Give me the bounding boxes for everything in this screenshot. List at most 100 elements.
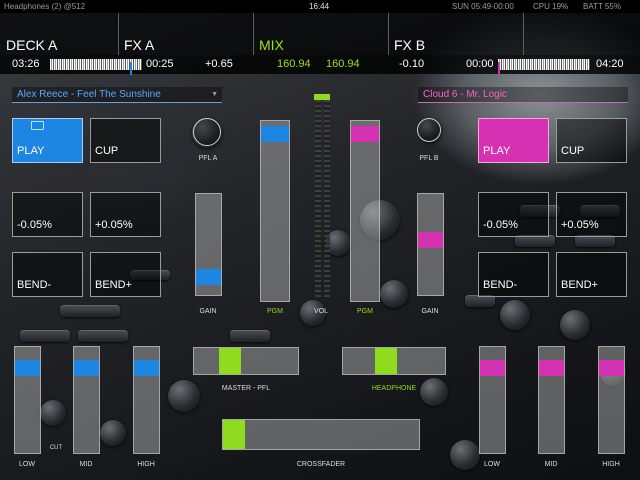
vu-segment	[324, 105, 330, 107]
deck-b-pgm-fader[interactable]	[350, 120, 380, 302]
deck-a-eq-mid-handle[interactable]	[74, 360, 99, 376]
crossfader[interactable]	[222, 419, 420, 450]
vu-segment	[324, 255, 330, 257]
deck-a-pitch-up-button[interactable]: +0.05%	[90, 192, 161, 237]
vu-segment	[315, 235, 321, 237]
deck-b-pfl-button[interactable]	[417, 118, 441, 142]
vu-segment	[324, 185, 330, 187]
vu-segment	[324, 245, 330, 247]
vu-segment	[324, 135, 330, 137]
master-pfl-handle[interactable]	[219, 348, 241, 374]
master-pfl-fader[interactable]	[193, 347, 299, 375]
deck-a-eq-low-handle[interactable]	[15, 360, 40, 376]
tab-fx-b[interactable]: FX B	[394, 37, 426, 53]
status-bar: Headphones (2) @512 16:44 SUN 05:49-00:0…	[0, 0, 640, 13]
deck-b-track-title-text: Cloud 6 - Mr. Logic	[423, 89, 507, 100]
vu-segment	[315, 170, 321, 172]
deck-a-pitch-down-button[interactable]: -0.05%	[12, 192, 83, 237]
vu-segment	[324, 130, 330, 132]
deck-b-eq-high-fader[interactable]	[598, 346, 625, 454]
tab-deck-b[interactable]	[524, 13, 640, 55]
deck-a-eq-mid-fader[interactable]	[73, 346, 100, 454]
vu-segment	[324, 125, 330, 127]
headphone-handle[interactable]	[375, 348, 397, 374]
vu-segment	[324, 110, 330, 112]
deck-b-bend-up-label: BEND+	[561, 279, 598, 291]
vu-segment	[315, 195, 321, 197]
master-vol-label: VOL	[313, 308, 328, 315]
header-bar: DECK A FX A MIX FX B	[0, 13, 640, 55]
vu-segment	[315, 160, 321, 162]
tab-deck-a[interactable]: DECK A	[6, 37, 58, 53]
headphone-fader[interactable]	[342, 347, 446, 375]
vu-segment	[324, 235, 330, 237]
deck-b-bpm: 160.94	[326, 58, 360, 70]
deck-a-track-title[interactable]: Alex Reece - Feel The Sunshine ▼	[12, 87, 222, 103]
vu-segment	[324, 260, 330, 262]
deck-b-eq-mid-fader[interactable]	[538, 346, 565, 454]
deck-a-pfl-button[interactable]	[193, 118, 221, 146]
vu-segment	[315, 295, 321, 297]
dropdown-arrow-icon: ▼	[211, 91, 218, 98]
deck-b-pitch-up-button[interactable]: +0.05%	[556, 192, 627, 237]
tab-fx-a[interactable]: FX A	[124, 37, 155, 53]
deck-a-gain-fader[interactable]	[195, 193, 222, 296]
tab-mix[interactable]: MIX	[259, 37, 284, 53]
vu-segment	[315, 200, 321, 202]
vu-segment	[315, 275, 321, 277]
deck-a-eq-low-fader[interactable]	[14, 346, 41, 454]
deck-a-gain-label: GAIN	[199, 308, 217, 315]
deck-b-pitch-down-button[interactable]: -0.05%	[478, 192, 549, 237]
vu-segment	[315, 225, 321, 227]
vu-segment	[324, 290, 330, 292]
battery-level: BATT 55%	[583, 2, 621, 11]
vu-segment	[324, 240, 330, 242]
vu-segment	[315, 290, 321, 292]
vu-segment	[324, 140, 330, 142]
deck-b-eq-low-handle[interactable]	[480, 360, 505, 376]
deck-a-bend-up-button[interactable]: BEND+	[90, 252, 161, 297]
deck-a-cup-button[interactable]: CUP	[90, 118, 161, 163]
vu-segment	[315, 260, 321, 262]
deck-b-eq-mid-handle[interactable]	[539, 360, 564, 376]
deck-a-eq-high-label: HIGH	[137, 461, 155, 468]
deck-b-track-title[interactable]: Cloud 6 - Mr. Logic	[418, 87, 628, 103]
deck-a-eq-high-fader[interactable]	[133, 346, 160, 454]
vu-segment	[324, 170, 330, 172]
vu-segment	[324, 225, 330, 227]
vu-segment	[315, 185, 321, 187]
deck-a-cup-label: CUP	[95, 145, 119, 157]
deck-a-pitch-up-label: +0.05%	[95, 219, 133, 231]
deck-b-eq-high-handle[interactable]	[599, 360, 624, 376]
deck-b-cup-button[interactable]: CUP	[556, 118, 627, 163]
crossfader-handle[interactable]	[223, 420, 245, 449]
deck-b-gain-handle[interactable]	[418, 232, 443, 248]
deck-a-bend-down-button[interactable]: BEND-	[12, 252, 83, 297]
deck-a-play-button[interactable]: PLAY	[12, 118, 83, 163]
deck-b-bend-down-button[interactable]: BEND-	[478, 252, 549, 297]
vu-segment	[315, 150, 321, 152]
vu-segment	[315, 245, 321, 247]
deck-a-waveform[interactable]	[50, 59, 142, 75]
vu-segment	[324, 230, 330, 232]
deck-b-eq-low-fader[interactable]	[479, 346, 506, 454]
deck-b-eq-low-label: LOW	[484, 461, 500, 468]
deck-b-bend-up-button[interactable]: BEND+	[556, 252, 627, 297]
deck-b-play-button[interactable]: PLAY	[478, 118, 549, 163]
vu-segment	[324, 265, 330, 267]
deck-a-pgm-fader[interactable]	[260, 120, 290, 302]
vu-segment	[324, 100, 330, 102]
deck-a-gain-handle[interactable]	[196, 269, 221, 285]
deck-a-eq-high-handle[interactable]	[134, 360, 159, 376]
deck-b-pgm-handle[interactable]	[351, 126, 379, 142]
deck-b-gain-fader[interactable]	[417, 193, 444, 296]
deck-a-track-title-text: Alex Reece - Feel The Sunshine	[17, 89, 161, 100]
deck-b-waveform[interactable]	[498, 59, 590, 75]
deck-a-eq-low-label: LOW	[19, 461, 35, 468]
deck-a-pitch: +0.65	[205, 58, 233, 70]
vu-segment	[315, 155, 321, 157]
vu-segment	[315, 180, 321, 182]
deck-b-pgm-label: PGM	[357, 308, 373, 315]
vu-segment	[315, 210, 321, 212]
deck-a-pgm-handle[interactable]	[261, 126, 289, 142]
